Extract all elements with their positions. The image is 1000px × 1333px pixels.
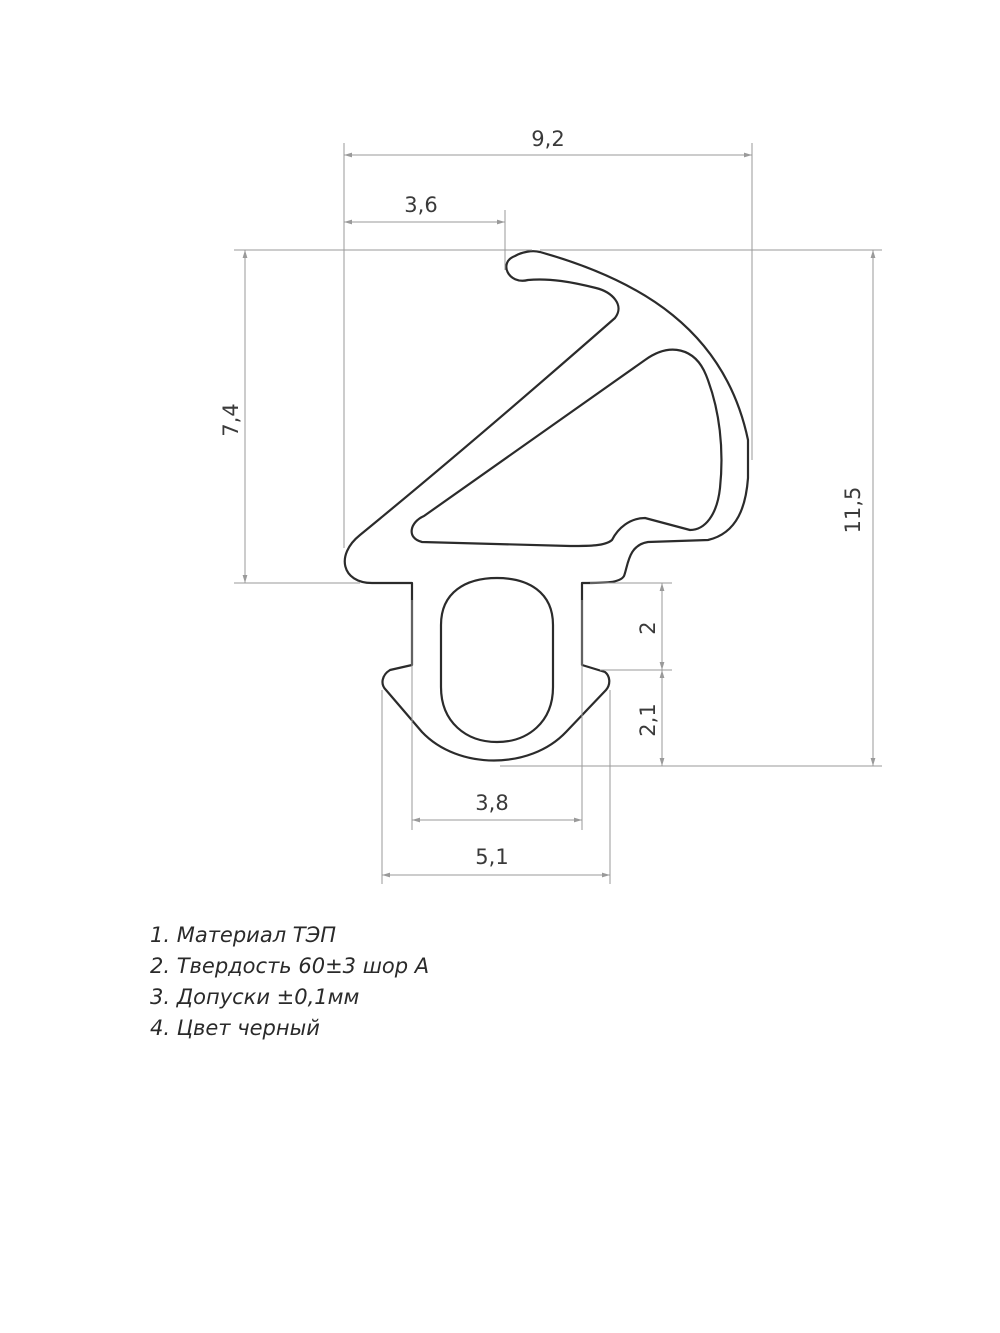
note-hardness: 2. Твердость 60±3 шор А	[150, 954, 430, 978]
dim-stem-height: 2	[636, 621, 660, 634]
dim-lip-offset: 3,6	[404, 193, 437, 217]
dim-total-height: 11,5	[841, 487, 865, 534]
extension-lines	[234, 143, 882, 884]
dim-total-width: 9,2	[531, 127, 564, 151]
lower-cavity	[439, 576, 555, 744]
seal-profile	[343, 250, 750, 762]
dim-foot-width: 5,1	[475, 845, 508, 869]
specification-notes: 1. Материал ТЭП 2. Твердость 60±3 шор А …	[150, 920, 429, 1044]
outer-contour	[343, 250, 750, 762]
note-tolerance: 3. Допуски ±0,1мм	[150, 985, 360, 1009]
note-material: 1. Материал ТЭП	[150, 923, 337, 947]
note-color: 4. Цвет черный	[150, 1016, 320, 1040]
dim-stem-width: 3,8	[475, 791, 508, 815]
dimension-labels: 9,2 3,6 7,4 11,5 2 2,1 3,8 5,1	[219, 127, 865, 869]
dim-foot-height: 2,1	[636, 703, 660, 736]
upper-cavity	[410, 348, 723, 548]
dim-upper-height: 7,4	[219, 403, 243, 436]
dimension-lines	[242, 152, 876, 878]
